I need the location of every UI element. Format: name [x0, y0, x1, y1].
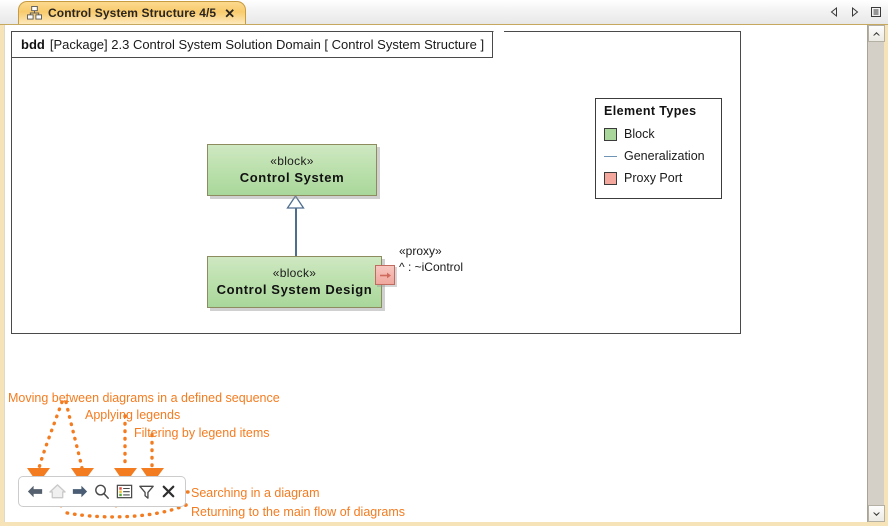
block-swatch-icon [604, 127, 617, 141]
close-icon[interactable] [159, 482, 178, 501]
diagram-canvas[interactable]: bdd [Package] 2.3 Control System Solutio… [11, 31, 741, 334]
home-icon[interactable] [48, 482, 67, 501]
block-stereotype: «block» [272, 266, 317, 280]
chevron-down-icon [873, 512, 880, 516]
block-control-system[interactable]: «block» Control System [207, 144, 377, 196]
proxy-port-swatch-icon [604, 171, 617, 185]
diagram-kind: bdd [21, 37, 45, 52]
proxy-port-label: «proxy» ^ : ~iControl [399, 243, 519, 275]
annotation-moving-between-diagrams: Moving between diagrams in a defined seq… [8, 391, 280, 405]
diagram-frame-title: [Package] 2.3 Control System Solution Do… [49, 37, 485, 52]
generalization-arrow-icon [286, 195, 305, 209]
block-control-system-design[interactable]: «block» Control System Design [207, 256, 382, 308]
legend-item-label: Generalization [624, 149, 705, 163]
block-stereotype: «block» [270, 154, 314, 168]
tab-navigation-controls [828, 3, 882, 21]
tab-control-system-structure[interactable]: Control System Structure 4/5 ✕ [18, 1, 247, 24]
forward-arrow-icon[interactable] [70, 482, 89, 501]
generalization-line-icon [604, 150, 617, 163]
annotation-returning-to-main-flow: Returning to the main flow of diagrams [191, 505, 405, 519]
vertical-scrollbar[interactable] [867, 25, 885, 522]
legend-title: Element Types [604, 104, 697, 118]
proxy-port-arrow-icon [379, 272, 391, 278]
chevron-up-icon [873, 31, 880, 35]
tab-title: Control System Structure 4/5 [48, 6, 217, 20]
block-name: Control System Design [216, 282, 373, 297]
scroll-up-button[interactable] [868, 25, 885, 42]
diagram-callout-toolbar[interactable] [18, 476, 186, 507]
legend-icon[interactable] [115, 482, 134, 501]
tab-close-icon[interactable]: ✕ [224, 5, 236, 21]
tab-strip: Control System Structure 4/5 ✕ [0, 0, 888, 25]
legend-item-generalization[interactable]: Generalization [604, 145, 713, 167]
block-definition-diagram-icon [27, 6, 42, 20]
legend-item-label: Proxy Port [624, 171, 683, 185]
back-arrow-icon[interactable] [26, 482, 45, 501]
diagram-editor: bdd [Package] 2.3 Control System Solutio… [4, 25, 885, 522]
legend-item-label: Block [624, 127, 655, 141]
legend-box[interactable]: Element Types Block Generalization Proxy… [595, 98, 722, 199]
legend-item-block[interactable]: Block [604, 123, 713, 145]
block-name: Control System [239, 170, 345, 185]
generalization-line [295, 207, 297, 257]
next-diagram-icon[interactable] [849, 5, 861, 19]
diagram-frame-header: bdd [Package] 2.3 Control System Solutio… [12, 32, 494, 58]
diagram-list-icon[interactable] [870, 5, 882, 19]
proxy-port-text: ^ : ~iControl [399, 260, 463, 274]
legend-item-proxy-port[interactable]: Proxy Port [604, 167, 713, 189]
filter-icon[interactable] [137, 482, 156, 501]
annotation-searching-in-a-diagram: Searching in a diagram [191, 486, 320, 500]
annotation-filtering-by-legend-items: Filtering by legend items [134, 426, 270, 440]
previous-diagram-icon[interactable] [828, 5, 840, 19]
annotation-applying-legends: Applying legends [85, 408, 181, 422]
proxy-stereotype: «proxy» [399, 244, 442, 258]
search-icon[interactable] [92, 482, 111, 501]
scroll-down-button[interactable] [868, 505, 885, 522]
proxy-port[interactable] [375, 265, 395, 285]
